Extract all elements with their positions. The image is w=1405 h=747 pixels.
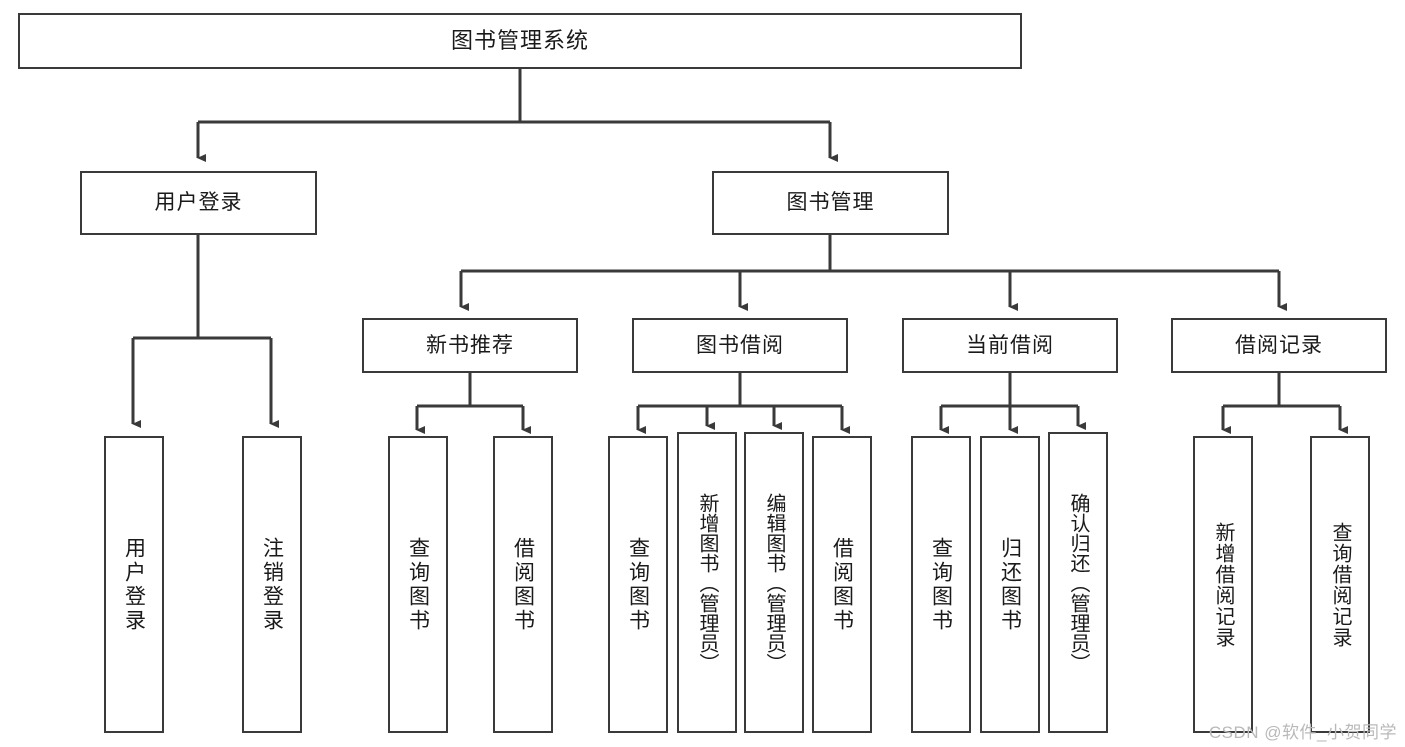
leaf-return-book[interactable]: 归还图书 [980,436,1040,733]
node-label: 图书管理 [786,191,875,215]
leaf-confirm-return-admin[interactable]: 确认归还（管理员） [1048,432,1108,733]
node-book-borrow[interactable]: 图书借阅 [632,318,848,373]
node-label: 查询图书 [626,536,650,633]
leaf-add-book-admin[interactable]: 新增图书（管理员） [677,432,737,733]
node-label: 注销登录 [260,536,284,633]
node-label: 图书管理系统 [450,27,589,53]
node-label: 借阅图书 [511,536,535,633]
node-label: 查询图书 [929,536,953,633]
node-borrow-record[interactable]: 借阅记录 [1171,318,1387,373]
leaf-borrow-book-rec[interactable]: 借阅图书 [493,436,553,733]
node-label: 用户登录 [122,536,146,633]
node-label: 查询图书 [406,536,430,633]
node-book-management[interactable]: 图书管理 [712,171,949,235]
leaf-borrow-book[interactable]: 借阅图书 [812,436,872,733]
leaf-query-book-rec[interactable]: 查询图书 [388,436,448,733]
leaf-add-borrow-record[interactable]: 新增借阅记录 [1193,436,1253,733]
node-label: 新增图书（管理员） [696,492,718,673]
node-label: 当前借阅 [966,333,1054,357]
node-label: 新书推荐 [426,333,514,357]
node-label: 确认归还（管理员） [1067,492,1089,673]
node-label: 用户登录 [154,191,243,215]
node-label: 查询借阅记录 [1329,521,1351,648]
node-label: 借阅图书 [830,536,854,633]
node-label: 图书借阅 [696,333,784,357]
leaf-user-login[interactable]: 用户登录 [104,436,164,733]
node-new-book-recommendation[interactable]: 新书推荐 [362,318,578,373]
node-current-borrow[interactable]: 当前借阅 [902,318,1118,373]
leaf-edit-book-admin[interactable]: 编辑图书（管理员） [744,432,804,733]
node-label: 归还图书 [998,536,1022,633]
leaf-query-book-current[interactable]: 查询图书 [911,436,971,733]
leaf-query-borrow-record[interactable]: 查询借阅记录 [1310,436,1370,733]
leaf-query-book-borrow[interactable]: 查询图书 [608,436,668,733]
node-root-system[interactable]: 图书管理系统 [18,13,1022,69]
node-label: 新增借阅记录 [1212,521,1234,648]
node-label: 编辑图书（管理员） [763,492,785,673]
leaf-user-logout[interactable]: 注销登录 [242,436,302,733]
node-label: 借阅记录 [1235,333,1323,357]
csdn-watermark: CSDN @软件_小贺同学 [1208,723,1397,742]
node-user-login[interactable]: 用户登录 [80,171,317,235]
